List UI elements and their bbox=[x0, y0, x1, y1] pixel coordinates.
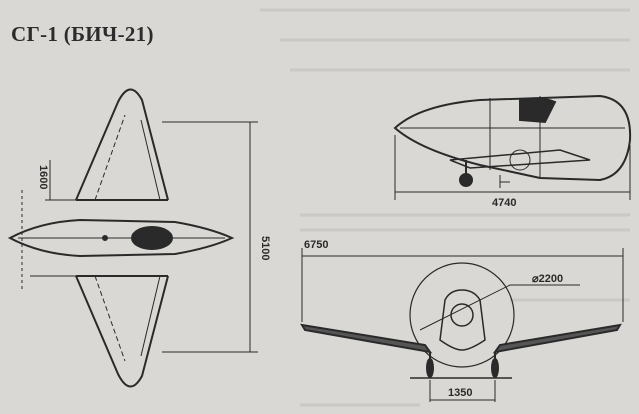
side-view bbox=[393, 94, 632, 200]
canopy-side bbox=[519, 97, 557, 124]
dim-wheel-track: 1350 bbox=[448, 387, 472, 399]
dim-prop-diameter: ⌀2200 bbox=[532, 273, 563, 285]
propeller-disc bbox=[409, 262, 515, 368]
fuselage-front bbox=[439, 289, 486, 351]
fuselage-top bbox=[7, 218, 235, 258]
wing-flap-line-lower bbox=[94, 275, 126, 362]
dim-span-top: 5100 bbox=[259, 236, 271, 260]
wing-front-left bbox=[300, 323, 433, 354]
dim-length: 4740 bbox=[492, 197, 516, 209]
front-view bbox=[300, 248, 624, 402]
dim-overall-span: 6750 bbox=[304, 239, 328, 251]
lower-wing-outline bbox=[75, 275, 169, 388]
dim-root-chord: 1600 bbox=[37, 165, 49, 189]
upper-wing-outline bbox=[75, 88, 169, 201]
wing-front-right bbox=[492, 323, 622, 354]
top-view bbox=[7, 88, 258, 388]
main-wheel-side bbox=[459, 173, 473, 187]
fuselage-side bbox=[393, 94, 632, 182]
drawing-title: СГ-1 (БИЧ-21) bbox=[11, 22, 154, 46]
wing-flap-line-upper bbox=[94, 114, 126, 201]
background-text-bleed bbox=[260, 8, 630, 407]
cockpit bbox=[131, 226, 173, 250]
wing-side bbox=[449, 149, 591, 169]
